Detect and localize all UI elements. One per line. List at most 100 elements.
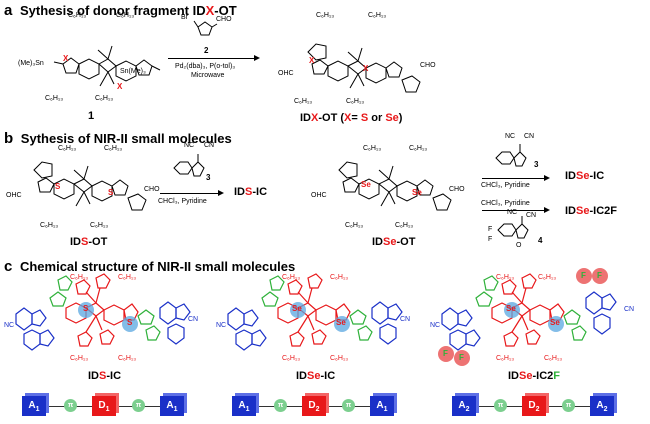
idse-ic2f-structure	[438, 268, 617, 366]
idse-ot-se-right: Se	[412, 188, 422, 197]
product-se: Se	[385, 112, 399, 124]
idse-ic-c6h13-1: C₆H₁₃	[282, 274, 301, 281]
idse-ic2f-f-1: F	[581, 271, 586, 280]
product-ohc: OHC	[278, 70, 294, 77]
conditions-b3: CHCl₃, Pyridine	[481, 200, 530, 207]
ids-ot-s: S	[81, 236, 89, 248]
reagent-2-br: Br	[181, 14, 188, 21]
idse-ic2f-c6h13-1: C₆H₁₃	[496, 274, 515, 281]
chain-2-pi-left: π	[274, 399, 287, 412]
idse-ic-cn: CN	[400, 316, 411, 323]
reagent-4-o: O	[516, 242, 522, 249]
idse-ic-se: Se	[576, 170, 590, 182]
panel-a-title-x: X	[205, 3, 215, 18]
ids-ic-c6h13-3: C₆H₁₃	[70, 355, 89, 362]
idse-ot-c6h13-2: C₆H₁₃	[409, 145, 428, 152]
ids-ic-product: IDS-IC	[234, 186, 267, 198]
product-c6h13-2: C₆H₁₃	[368, 12, 387, 19]
chain-3-pi-right: π	[562, 399, 575, 412]
product-idx-ot-structure	[307, 43, 421, 93]
idse-ic2f-cn: CN	[624, 306, 635, 313]
idse-ic-se-left: Se	[292, 304, 302, 313]
reactant-c6h13-3: C₆H₁₃	[45, 95, 64, 102]
chain-3-acceptor-left: A2	[452, 396, 476, 416]
ids-ic-structure	[15, 273, 191, 351]
product-label: IDX-OT (X= S or Se)	[300, 112, 402, 124]
product-eq: =	[351, 112, 361, 124]
ids-ic-s: S	[245, 186, 253, 198]
idse-ic-post: -IC	[589, 170, 605, 182]
mol3-x: Se	[519, 370, 533, 382]
panel-c-title: c Chemical structure of NIR-II small mol…	[4, 258, 295, 275]
ids-ot-ohc: OHC	[6, 192, 22, 199]
reagent-2-cho: CHO	[216, 16, 232, 23]
product-mid: -OT (	[318, 112, 345, 124]
panel-b-title: b Sythesis of NIR-II small molecules	[4, 130, 232, 147]
idse-ic2f-f-2: F	[597, 271, 602, 280]
ids-ot-structure	[33, 161, 147, 211]
ids-ic-c6h13-1: C₆H₁₃	[70, 274, 89, 281]
reagent-3-number-right: 3	[534, 160, 539, 169]
product-x2: X	[344, 112, 352, 124]
mol2-x: Se	[307, 370, 321, 382]
ids-ot-s-left: S	[55, 182, 61, 191]
idse-ot-structure	[338, 161, 452, 211]
product-x-right: X	[363, 64, 369, 73]
product-cho: CHO	[420, 62, 436, 69]
idse-ic2f-product: IDSe-IC2F	[565, 205, 617, 217]
idse-ic2f-label: IDSe-IC2F	[508, 370, 560, 382]
idse-ot-c6h13-3: C₆H₁₃	[345, 222, 364, 229]
idse-ic2f-pre: ID	[565, 205, 576, 217]
conditions-a-2: Microwave	[191, 72, 225, 79]
reactant-c6h13-1: C₆H₁₃	[68, 12, 87, 19]
chain-2-acceptor-left: A1	[232, 396, 256, 416]
reagent-4-nc: NC	[507, 209, 518, 216]
ids-ot-c6h13-2: C₆H₁₃	[104, 145, 123, 152]
idse-ot-se: Se	[383, 236, 397, 248]
reactant-1-structure	[53, 45, 161, 87]
idse-ic2f-c6h13-4: C₆H₁₃	[544, 355, 563, 362]
product-x: X	[311, 112, 319, 124]
ids-ic-nc: NC	[4, 322, 15, 329]
reactant-sn-right: Sn(Me)₃	[120, 68, 146, 75]
idse-ot-label: IDSe-OT	[372, 236, 415, 248]
mol2-pre: ID	[296, 370, 307, 382]
idse-ic-nc: NC	[216, 322, 227, 329]
chain-2-acceptor-right: A1	[370, 396, 394, 416]
reagent-3-cn-left: CN	[204, 142, 215, 149]
ids-ic-post: -IC	[252, 186, 268, 198]
chain-1-donor: D1	[92, 396, 116, 416]
panel-b-title-text: Sythesis of NIR-II small molecules	[20, 131, 232, 146]
ids-ot-cho: CHO	[144, 186, 160, 193]
ids-ic-cn: CN	[188, 316, 199, 323]
panel-b-letter: b	[4, 130, 14, 147]
product-s: S	[360, 112, 369, 124]
ids-ic-c6h13-4: C₆H₁₃	[118, 355, 137, 362]
chain-1-pi-left: π	[64, 399, 77, 412]
product-c6h13-3: C₆H₁₃	[294, 98, 313, 105]
idse-ic2f-se: Se	[576, 205, 590, 217]
chain-1-acceptor-left: A1	[22, 396, 46, 416]
reagent-2-structure	[193, 20, 218, 36]
reactant-sn-left: (Me)₃Sn	[18, 60, 44, 67]
chain-2-pi-right: π	[342, 399, 355, 412]
idse-ic2f-c6h13-2: C₆H₁₃	[538, 274, 557, 281]
ids-ic-label: IDS-IC	[88, 370, 121, 382]
reactant-c6h13-4: C₆H₁₃	[95, 95, 114, 102]
product-pre: ID	[300, 112, 311, 124]
ids-ic-pre: ID	[234, 186, 245, 198]
panel-a-title: a Sythesis of donor fragment IDX-OT	[4, 2, 237, 19]
conditions-a-1: Pd₂(dba)₃, P(o-tol)₃	[175, 63, 236, 70]
chain-1-pi-right: π	[132, 399, 145, 412]
reagent-4-number: 4	[538, 236, 543, 245]
mol3-mid: -IC2	[532, 370, 554, 382]
reaction-arrow-b3	[482, 207, 550, 213]
idse-ot-se-left: Se	[361, 180, 371, 189]
mol1-post: -IC	[106, 370, 122, 382]
reagent-3-nc-left: NC	[184, 142, 195, 149]
idse-ic-product: IDSe-IC	[565, 170, 604, 182]
mol3-f: F	[553, 370, 560, 382]
reactant-label: 1	[88, 110, 95, 122]
idse-ot-c6h13-1: C₆H₁₃	[363, 145, 382, 152]
panel-a-title-pre: Sythesis of donor fragment ID	[19, 3, 206, 18]
